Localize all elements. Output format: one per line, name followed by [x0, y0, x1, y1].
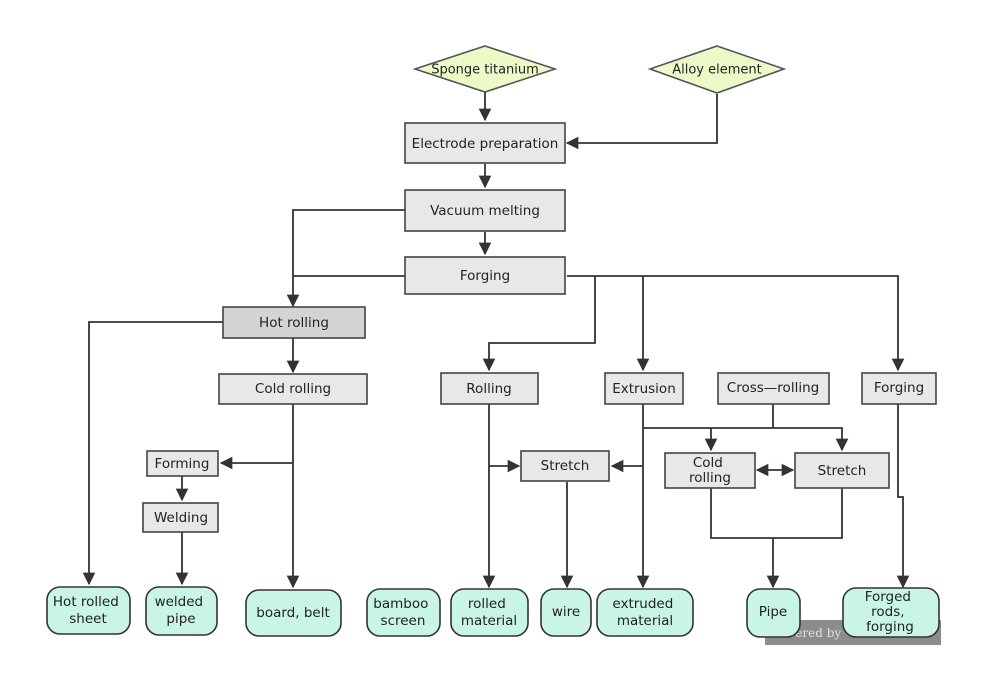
- cold-rolling-pipe-label: Cold rolling: [689, 455, 731, 486]
- vacuum-melting-label: Vacuum melting: [430, 203, 540, 219]
- product-extruded-material: extruded material: [596, 588, 694, 637]
- process-electrode-preparation: Electrode preparation: [404, 122, 566, 164]
- extrusion-label: Extrusion: [612, 381, 676, 397]
- bamboo-screen-line-1: bamboo: [373, 596, 428, 612]
- stretch-pipe-label: Stretch: [818, 463, 867, 479]
- cold-rolling-pipe-line-1: Cold: [693, 455, 723, 471]
- edge-alloy-to-electrode: [565, 94, 718, 150]
- forging-branch-label: Forging: [874, 380, 924, 396]
- product-pipe: Pipe: [746, 588, 801, 638]
- board-belt-label: board, belt: [256, 605, 330, 621]
- alloy-element-label: Alloy element: [672, 63, 762, 78]
- rolled-material-line-2: material: [461, 613, 517, 629]
- cold-rolling-label: Cold rolling: [255, 381, 331, 397]
- product-rolled-material: rolled material: [450, 588, 529, 637]
- input-alloy-element: Alloy element: [647, 45, 787, 94]
- product-wire: wire: [540, 588, 592, 637]
- bamboo-screen-label: bamboo screen: [373, 596, 432, 629]
- connectors: [82, 92, 910, 589]
- forged-rods-label: Forged rods, forging: [865, 589, 916, 635]
- process-hot-rolling: Hot rolling: [222, 306, 366, 339]
- process-forging-main: Forging: [404, 256, 566, 295]
- process-forming: Forming: [146, 450, 219, 477]
- process-cross-rolling: Cross—rolling: [717, 372, 830, 405]
- edge-hot-rolling-to-sheet: [82, 321, 223, 586]
- extruded-material-line-1: extruded: [612, 596, 673, 612]
- bamboo-screen-line-2: screen: [381, 613, 426, 629]
- cross-rolling-label: Cross—rolling: [727, 380, 819, 396]
- process-extrusion: Extrusion: [604, 372, 684, 405]
- process-forging-branch: Forging: [861, 372, 937, 405]
- extruded-material-line-2: material: [617, 613, 673, 629]
- forged-rods-line-1: Forged: [865, 589, 911, 605]
- edge-vacuum-to-hot-rolling: [286, 209, 405, 308]
- input-sponge-titanium: Sponge titanium: [412, 45, 558, 93]
- rolling-label: Rolling: [466, 381, 511, 397]
- welded-pipe-label: welded pipe: [155, 594, 208, 627]
- hot-rolled-sheet-label: Hot rolled sheet: [53, 594, 123, 627]
- extruded-material-label: extruded material: [612, 596, 677, 629]
- forged-rods-line-2: rods,: [871, 604, 904, 620]
- product-board-belt: board, belt: [245, 589, 342, 637]
- process-welding: Welding: [142, 502, 219, 533]
- hot-rolling-label: Hot rolling: [259, 315, 329, 331]
- edge-forging-trunk: [567, 275, 905, 372]
- process-stretch-mid: Stretch: [520, 450, 610, 482]
- welded-pipe-line-1: welded: [155, 594, 204, 610]
- welding-label: Welding: [154, 510, 208, 526]
- forging-main-label: Forging: [460, 268, 510, 284]
- forming-label: Forming: [155, 456, 210, 472]
- rolled-material-line-1: rolled: [468, 596, 506, 612]
- process-cold-rolling: Cold rolling: [218, 373, 368, 405]
- process-stretch-pipe: Stretch: [794, 452, 890, 489]
- process-cold-rolling-pipe: Cold rolling: [664, 452, 756, 489]
- product-welded-pipe: welded pipe: [145, 586, 218, 636]
- edge-forging-branch-to-rods: [896, 404, 910, 589]
- hot-rolled-sheet-line-1: Hot rolled: [53, 594, 119, 610]
- pipe-label: Pipe: [759, 604, 787, 620]
- product-bamboo-screen: bamboo screen: [366, 588, 441, 637]
- process-rolling: Rolling: [440, 372, 539, 405]
- electrode-preparation-label: Electrode preparation: [412, 136, 559, 152]
- process-vacuum-melting: Vacuum melting: [404, 189, 566, 232]
- product-forged-rods: Forged rods, forging: [842, 587, 940, 638]
- hot-rolled-sheet-line-2: sheet: [69, 611, 107, 627]
- cold-rolling-pipe-line-2: rolling: [689, 470, 731, 486]
- stretch-mid-label: Stretch: [541, 458, 590, 474]
- rolled-material-label: rolled material: [461, 596, 517, 629]
- edge-split-to-pipe-branch: [643, 427, 849, 452]
- forged-rods-line-3: forging: [866, 619, 914, 635]
- edge-forging-to-rolling: [482, 276, 596, 372]
- wire-label: wire: [552, 604, 580, 620]
- edge-pipe-merge: [710, 488, 843, 539]
- product-hot-rolled-sheet: Hot rolled sheet: [46, 586, 131, 635]
- welded-pipe-line-2: pipe: [166, 611, 195, 627]
- sponge-titanium-label: Sponge titanium: [431, 63, 539, 78]
